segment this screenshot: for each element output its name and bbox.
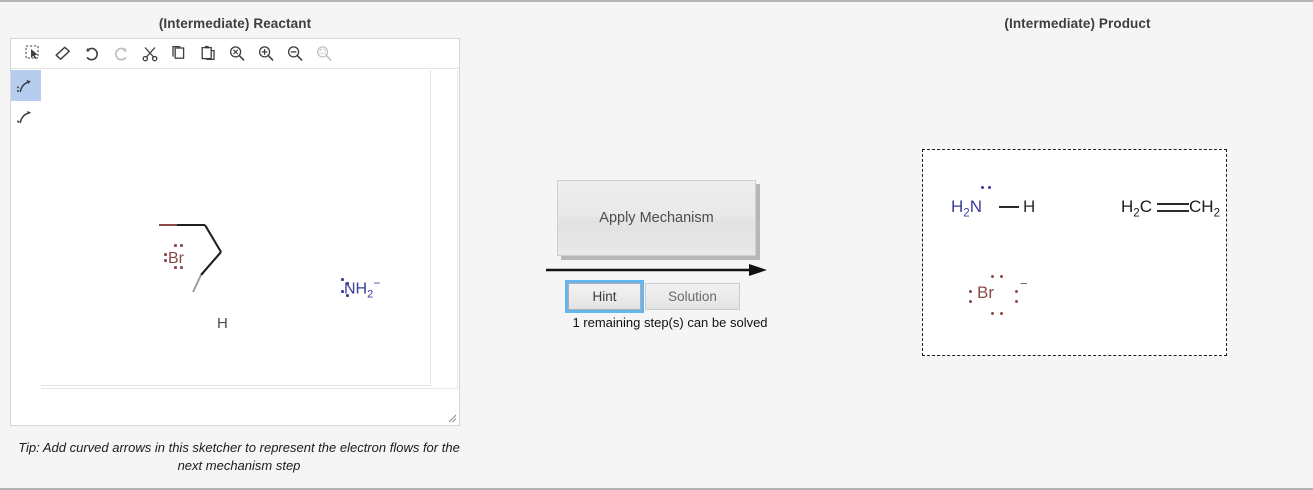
ethene-double-bond-lower [1157,210,1189,212]
br-lone-pair-dot [174,266,177,269]
n-lone-pair-dot [341,278,344,281]
double-barb-arrow-tool[interactable] [11,70,41,101]
product-ethene-right-label: CH2 [1189,197,1220,220]
bromide-lone-pair-dot [991,275,994,278]
reactant-amide-anion-label: NH2− [344,276,381,301]
sketcher-tip-text: Tip: Add curved arrows in this sketcher … [18,440,460,473]
n-lone-pair-dot [346,282,349,285]
canvas-inner-frame [41,70,431,386]
cut-icon[interactable] [135,41,164,67]
reactant-hydrogen-label: H [217,315,228,332]
zoom-reset-icon[interactable] [222,41,251,67]
bromide-lone-pair-dot [969,300,972,303]
sketcher-toolbar [11,39,459,69]
reactant-bond-lines [159,223,222,293]
resize-handle[interactable] [445,410,457,423]
br-lone-pair-dot [180,244,183,247]
sketcher-canvas[interactable]: Br H NH2− [41,70,458,389]
br-lone-pair-dot [174,244,177,247]
select-icon[interactable] [19,41,48,67]
ammonia-lone-pair-dot [981,186,984,189]
copy-icon[interactable] [164,41,193,67]
br-lone-pair-dot [164,259,167,262]
br-lone-pair-dot [164,253,167,256]
remaining-steps-status: 1 remaining step(s) can be solved [572,315,768,330]
arrow-tool-palette [11,70,41,132]
zoom-out-icon[interactable] [280,41,309,67]
ethene-double-bond-upper [1157,203,1189,205]
zoom-select-icon[interactable] [309,41,338,67]
bromide-lone-pair-dot [1015,300,1018,303]
product-structure-panel: H2N H H2C CH2 Br − [922,149,1227,356]
bromide-lone-pair-dot [969,290,972,293]
molecule-sketcher[interactable]: Br H NH2− [10,38,460,426]
ammonia-n-h-bond [999,206,1019,208]
n-lone-pair-dot [346,294,349,297]
bromide-lone-pair-dot [991,312,994,315]
reactant-panel-title: (Intermediate) Reactant [158,16,312,31]
paste-icon[interactable] [193,41,222,67]
product-ethene-left-label: H2C [1121,197,1152,220]
undo-icon[interactable] [77,41,106,67]
product-panel-title: (Intermediate) Product [1004,16,1151,31]
bromide-lone-pair-dot [1015,290,1018,293]
bromide-lone-pair-dot [1000,275,1003,278]
n-lone-pair-dot [341,290,344,293]
br-lone-pair-dot [180,266,183,269]
reactant-bromine-label: Br [168,250,184,267]
product-ammonia-h-label: H [1023,197,1036,216]
apply-mechanism-button[interactable]: Apply Mechanism [557,180,756,256]
solution-button[interactable]: Solution [645,283,740,310]
hint-button[interactable]: Hint [565,280,644,313]
product-bromide-label: Br [977,283,994,302]
product-bromide-charge: − [1020,276,1028,291]
zoom-in-icon[interactable] [251,41,280,67]
single-barb-arrow-tool[interactable] [11,101,41,132]
eraser-icon[interactable] [48,41,77,67]
ammonia-lone-pair-dot [988,186,991,189]
mechanism-controls: Apply Mechanism Hint Solution 1 remainin… [540,172,800,342]
redo-icon[interactable] [106,41,135,67]
bromide-lone-pair-dot [1000,312,1003,315]
reaction-arrow [545,262,773,278]
product-ammonia-label: H2N [951,197,982,220]
